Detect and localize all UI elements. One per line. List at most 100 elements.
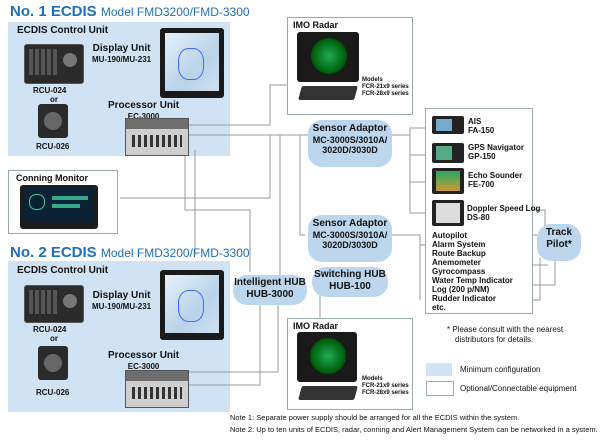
track-pilot-line1: Track: [545, 227, 573, 238]
processor-unit-image: [125, 118, 189, 156]
sensor-adaptor-2-model-b: 3020D/3030D: [322, 240, 378, 250]
sensor-adaptor-1-model-b: 3020D/3030D: [322, 145, 378, 155]
no2-rcu024-keyboard-image: [24, 285, 84, 323]
sensor-adaptor-1: Sensor Adaptor MC-3000S/3010A/ 3020D/303…: [308, 120, 392, 167]
no2-display-unit-monitor-image: [160, 270, 224, 340]
no1-model-text: Model FMD3200/FMD-3300: [100, 5, 250, 19]
gps-label: GPS Navigator GP-150: [468, 143, 524, 161]
no1-ecdis-title: No. 1 ECDIS Model FMD3200/FMD-3300: [10, 3, 250, 20]
imo-radar-1-models: Models FCR-21x9 series FCR-28x9 series: [362, 77, 409, 98]
display-unit-monitor-image: [160, 28, 224, 98]
speed-log-device-image: [432, 200, 464, 226]
radar-models-1: FCR-21x9 series: [362, 84, 409, 90]
processor-unit-name: Processor Unit: [108, 100, 180, 111]
switching-hub-name: Switching HUB: [314, 269, 386, 280]
sensor-autopilot: Autopilot: [432, 231, 468, 240]
sensor-etc: etc.: [432, 303, 446, 312]
imo-radar-1-label: IMO Radar: [293, 20, 339, 30]
no2-title-text: No. 2 ECDIS: [10, 244, 97, 261]
other-sensors-list: Autopilot Alarm System Route Backup Anem…: [432, 231, 513, 312]
echo-sounder-name: Echo Sounder: [468, 171, 523, 180]
conning-monitor-label: Conning Monitor: [16, 173, 88, 183]
radar-models-heading: Models: [362, 77, 383, 83]
radar2-models-1: FCR-21x9 series: [362, 383, 409, 389]
sensor-adaptor-2: Sensor Adaptor MC-3000S/3010A/ 3020D/303…: [308, 215, 392, 262]
legend-min-config-label: Minimum configuration: [460, 365, 541, 374]
sensor-adaptor-2-name: Sensor Adaptor: [312, 218, 388, 229]
sensor-gyrocompass: Gyrocompass: [432, 267, 486, 276]
or-label: or: [50, 95, 58, 104]
switching-hub-model: HUB-100: [329, 281, 371, 292]
consult-note-line2: distributors for details.: [455, 335, 534, 344]
no2-processor-unit-image: [125, 370, 189, 408]
echo-sounder-label: Echo Sounder FE-700: [468, 171, 522, 189]
echo-sounder-device-image: [432, 168, 464, 194]
rcu024-label: RCU-024: [33, 86, 67, 95]
no2-display-unit-name: Display Unit: [92, 290, 151, 301]
sensor-rudder-indicator: Rudder Indicator: [432, 294, 497, 303]
intelligent-hub-model: HUB-3000: [246, 289, 294, 300]
sensor-adaptor-2-model-a: MC-3000S/3010A/: [312, 230, 388, 240]
imo-radar-2-monitor-image: [297, 332, 357, 382]
no2-processor-unit-name: Processor Unit: [108, 350, 180, 361]
no2-rcu026-label: RCU-026: [36, 388, 70, 397]
radar2-models-heading: Models: [362, 376, 383, 382]
sensor-adaptor-1-model-a: MC-3000S/3010A/: [312, 135, 388, 145]
no2-control-unit-label: ECDIS Control Unit: [17, 265, 109, 276]
consult-note-line1: * Please consult with the nearest: [447, 325, 564, 334]
intelligent-hub-name: Intelligent HUB: [234, 277, 306, 288]
ais-device-image: [432, 116, 464, 134]
no2-rcu024-label: RCU-024: [33, 325, 67, 334]
sensor-anemometer: Anemometer: [432, 258, 481, 267]
gps-model: GP-150: [468, 152, 496, 161]
sensor-route-backup: Route Backup: [432, 249, 486, 258]
ais-label: AIS FA-150: [468, 117, 494, 135]
no2-or-label: or: [50, 334, 58, 343]
processor-unit-model: EC-3000: [127, 112, 160, 121]
switching-hub: Switching HUB HUB-100: [312, 267, 388, 297]
no2-display-unit-models: MU-190/MU-231: [92, 302, 152, 311]
no2-model-text: Model FMD3200/FMD-3300: [100, 246, 250, 260]
radar2-models-2: FCR-28x9 series: [362, 390, 409, 396]
rcu026-trackball-image: [38, 104, 68, 138]
no2-ecdis-title: No. 2 ECDIS Model FMD3200/FMD-3300: [10, 244, 250, 261]
legend-optional-swatch: [426, 381, 454, 396]
sensor-water-temp: Water Temp Indicator: [432, 276, 513, 285]
display-unit-label: Display Unit MU-190/MU-231: [92, 43, 151, 64]
no1-title-text: No. 1 ECDIS: [10, 3, 97, 20]
display-unit-models: MU-190/MU-231: [92, 55, 152, 64]
sensor-adaptor-1-name: Sensor Adaptor: [312, 123, 388, 134]
display-unit-name: Display Unit: [92, 43, 151, 54]
no2-processor-unit-model: EC-3000: [127, 362, 160, 371]
gps-name: GPS Navigator: [468, 143, 525, 152]
no1-control-unit-label: ECDIS Control Unit: [17, 25, 109, 36]
rcu024-keyboard-image: [24, 44, 84, 84]
speed-log-label: Doppler Speed Log DS-80: [467, 204, 540, 222]
rcu026-label: RCU-026: [36, 142, 70, 151]
intelligent-hub: Intelligent HUB HUB-3000: [233, 275, 307, 305]
sensor-log: Log (200 p/NM): [432, 285, 490, 294]
legend-optional-label: Optional/Connectable equipment: [460, 384, 577, 393]
radar-models-2: FCR-28x9 series: [362, 91, 409, 97]
no2-display-unit-label: Display Unit MU-190/MU-231: [92, 290, 151, 311]
consult-note: * Please consult with the nearest distri…: [447, 325, 563, 345]
imo-radar-1-keyboard-image: [298, 86, 358, 100]
echo-sounder-model: FE-700: [468, 180, 495, 189]
imo-radar-2-label: IMO Radar: [293, 321, 339, 331]
note-1: Note 1: Separate power supply should be …: [230, 413, 520, 422]
no2-processor-unit-label: Processor Unit EC-3000: [108, 350, 179, 371]
track-pilot: Track Pilot*: [537, 224, 581, 261]
processor-unit-label: Processor Unit EC-3000: [108, 100, 179, 121]
ais-model: FA-150: [468, 126, 495, 135]
note-2: Note 2: Up to ten units of ECDIS, radar,…: [230, 425, 598, 434]
speed-log-model: DS-80: [467, 213, 490, 222]
legend-min-config-swatch: [426, 363, 452, 376]
track-pilot-line2: Pilot*: [546, 239, 572, 250]
imo-radar-1-monitor-image: [297, 32, 359, 82]
ais-name: AIS: [468, 117, 482, 126]
sensor-alarm-system: Alarm System: [432, 240, 486, 249]
gps-device-image: [432, 143, 464, 163]
speed-log-name: Doppler Speed Log: [467, 204, 541, 213]
imo-radar-2-keyboard-image: [298, 386, 358, 400]
